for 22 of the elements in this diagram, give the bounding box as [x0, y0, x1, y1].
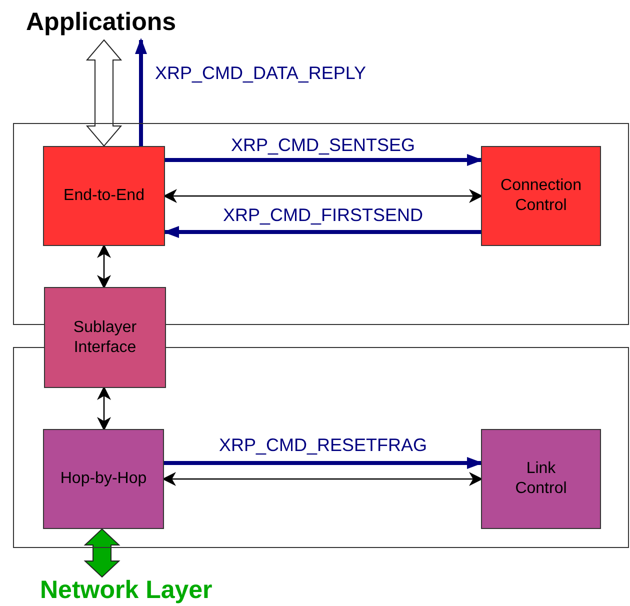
arrow [164, 457, 483, 469]
module-box [481, 146, 601, 246]
module-box [43, 146, 165, 246]
node-label: Applications [25, 7, 178, 38]
block-arrow [84, 528, 120, 578]
module-box [481, 429, 601, 529]
arrow [162, 472, 483, 486]
node-label: Hop-by-Hop [59, 469, 148, 489]
block-arrow [86, 39, 122, 147]
arrow [97, 244, 111, 289]
interface-box [44, 287, 166, 388]
arrow [163, 189, 483, 203]
node-label: Network Layer [39, 575, 214, 606]
node-label: Connection Control [500, 176, 582, 216]
module-box [43, 429, 164, 529]
arrow [97, 386, 111, 431]
arrow [163, 226, 481, 238]
node-label: Link Control [514, 459, 568, 499]
arrow [135, 38, 147, 146]
arrow [165, 154, 483, 166]
node-label: End-to-End [62, 186, 146, 206]
node-label: Sublayer Interface [72, 318, 138, 358]
